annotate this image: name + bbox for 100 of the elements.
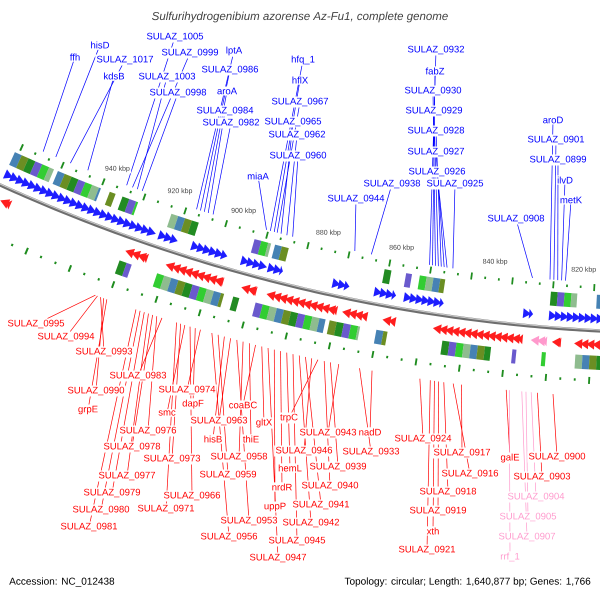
leader-line [258,180,267,230]
gene-label: SULAZ_0946 [276,446,332,456]
gene-label: thiE [242,436,259,442]
gene-label: hisD [91,42,110,48]
leader-line [452,383,470,469]
leader-line [192,328,196,399]
gene-label: SULAZ_0932 [408,46,464,54]
leader-line [443,382,448,487]
leader-line [88,298,108,405]
gene-label: galE [500,454,520,462]
gene-label: SULAZ_0942 [282,518,340,528]
leader-line [190,326,192,491]
gene-label: SULAZ_0986 [202,66,258,74]
leader-line [274,84,300,232]
leader-line [452,189,456,269]
gene-label: SULAZ_0959 [200,470,256,480]
gene-label: SULAZ_0963 [190,416,248,426]
leader-line [292,354,298,536]
leader-line [208,116,224,214]
gene-label: SULAZ_0901 [528,136,584,144]
gene-label: SULAZ_0984 [196,106,254,116]
gene-label: trpC [280,414,298,422]
leader-line [359,368,371,447]
leader-line [557,165,558,280]
gene-label: SULAZ_0982 [202,118,260,128]
leader-line [204,95,226,212]
gene-label: SULAZ_0983 [110,372,166,380]
leader-line [305,356,321,500]
gene-label: SULAZ_0977 [98,472,156,480]
leader-line [432,96,436,266]
gene-label: SULAZ_0978 [104,442,160,452]
leader-line [426,380,431,545]
leader-line [521,391,528,532]
leader-line [517,224,533,278]
leader-line [274,349,276,502]
leader-line [142,98,176,192]
gene-label: dapF [182,400,204,408]
gene-label: ilvD [558,176,572,184]
gene-label: hisB [204,436,222,442]
leader-line [188,329,201,385]
leader-line [42,61,74,152]
gene-label: SULAZ_0990 [68,386,124,396]
footer-text: Accession: NC_012438 [9,577,114,587]
gene-label: SULAZ_0928 [408,126,464,136]
gene-label: SULAZ_0927 [408,148,464,156]
leader-line [167,324,186,410]
leader-line [371,189,391,255]
gene-label: SULAZ_0945 [268,536,326,546]
gene-label: SULAZ_0929 [406,106,462,116]
gene-label: SULAZ_0956 [200,532,258,542]
leader-line [330,362,338,462]
leader-line [102,310,140,505]
leader-line [244,344,256,401]
gene-label: ffh [70,54,80,60]
leader-line [261,346,264,418]
gene-label: SULAZ_0998 [150,88,206,98]
gene-label: smc [158,410,176,416]
leader-line [219,338,231,416]
gene-label: lptA [226,46,242,56]
gene-label: SULAZ_0966 [164,492,220,500]
gene-label: SULAZ_0905 [500,512,556,522]
gene-label: SULAZ_0953 [220,516,278,526]
leader-line [212,128,230,215]
leader-line [137,82,166,190]
gene-label: SULAZ_0974 [158,386,216,394]
gene-label: SULAZ_0999 [162,48,218,58]
leader-line [291,359,318,413]
gene-label: kdsB [104,72,124,80]
leader-line [286,352,290,464]
leader-line [270,65,302,232]
leader-line [236,340,249,516]
gene-label: SULAZ_0981 [60,522,118,532]
leader-line [429,55,436,266]
gene-label: SULAZ_0903 [514,472,570,482]
gene-label: SULAZ_0919 [410,506,466,516]
leader-line [537,392,542,472]
leader-line [432,75,436,266]
gene-label: SULAZ_0943 [300,428,356,438]
leader-line [132,58,188,188]
gene-label: xth [426,528,439,534]
gene-label: SULAZ_0939 [310,462,366,472]
leader-line [90,309,136,522]
gene-label: SULAZ_0962 [268,130,326,140]
gene-label: rrf_1 [500,552,520,562]
leader-line [436,136,442,267]
gene-label: SULAZ_0947 [250,554,306,562]
leader-line [268,348,278,553]
leader-line [280,127,293,234]
leader-line [148,316,158,426]
leader-line [100,296,104,347]
gene-label: hemL [278,464,302,472]
leader-line [354,204,356,252]
gene-label: SULAZ_0908 [488,214,544,224]
gene-label: hfq_1 [292,56,314,64]
gene-label: SULAZ_0958 [210,452,268,462]
gene-label: hflX [292,76,308,84]
leader-line [166,322,177,504]
gene-label: SULAZ_0930 [404,86,462,96]
leader-line [218,334,228,470]
gene-label: nrdR [272,484,292,490]
